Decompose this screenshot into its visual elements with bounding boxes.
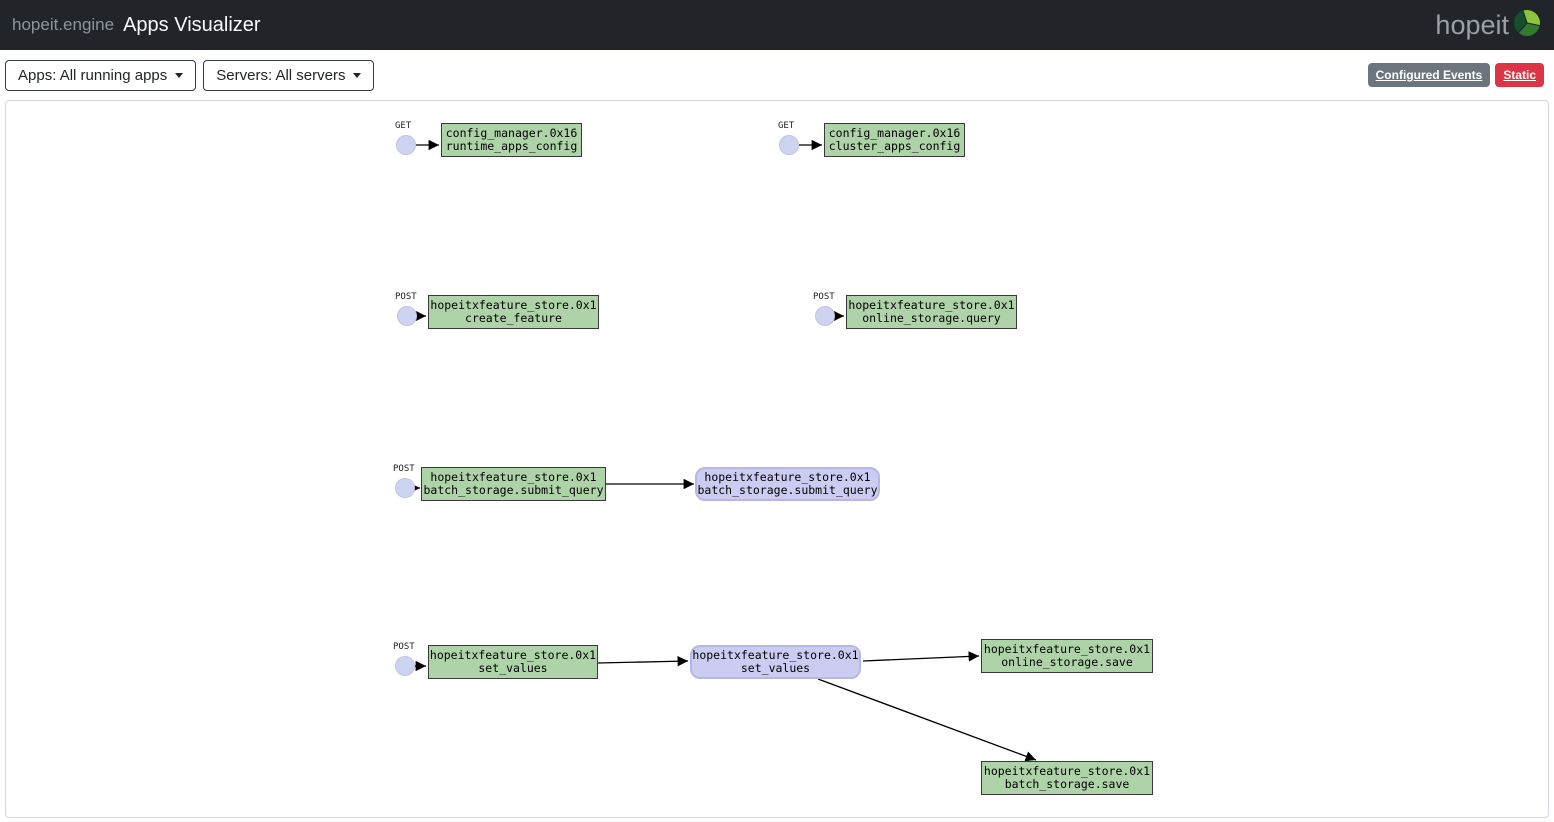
node-line1: hopeitxfeature_store.0x1 [983,764,1151,778]
view-toggles: Configured Events Static [1367,63,1544,87]
endpoint-circle-post-create-feature[interactable] [397,306,417,326]
endpoint-circle-post-online-query[interactable] [815,306,835,326]
static-badge[interactable]: Static [1495,63,1544,87]
node-line1: hopeitxfeature_store.0x1 [692,648,859,662]
graph-edges [409,139,1037,762]
node-line1: hopeitxfeature_store.0x1 [430,298,597,312]
node-line2: set_values [478,661,548,675]
node-line1: hopeitxfeature_store.0x1 [430,470,597,484]
graph-node-create-feature[interactable]: hopeitxfeature_store.0x1 create_feature [428,295,599,329]
page-title: Apps Visualizer [123,13,261,36]
graph-stream-batch-storage-submit-query[interactable]: hopeitxfeature_store.0x1 batch_storage.s… [695,467,880,501]
graph-canvas: GET GET POST POST POST POST config_manag… [5,100,1549,818]
servers-filter-label: Servers: All servers [216,66,346,84]
graph-node-cluster-apps-config[interactable]: config_manager.0x16 cluster_apps_config [824,123,965,157]
endpoint-method-label: GET [778,121,795,131]
node-line2: batch_storage.save [1004,777,1130,791]
endpoint-method-label: POST [813,292,835,302]
node-line1: config_manager.0x16 [445,126,578,140]
endpoint-circle-post-submit-query[interactable] [395,478,415,498]
node-line1: hopeitxfeature_store.0x1 [983,642,1151,656]
endpoint-circle-get-cluster[interactable] [779,135,799,155]
graph-node-batch-storage-save[interactable]: hopeitxfeature_store.0x1 batch_storage.s… [981,761,1153,795]
node-line2: online_storage.query [862,311,1001,325]
app-header: hopeit.engine Apps Visualizer hopeit [0,0,1554,50]
endpoint-method-label: POST [393,464,415,474]
endpoint-method-label: POST [395,292,417,302]
apps-filter-dropdown[interactable]: Apps: All running apps [5,59,197,91]
node-line2: online_storage.save [1001,655,1133,669]
logo-text: hopeit [1435,9,1509,40]
node-line2: runtime_apps_config [445,139,578,153]
node-line1: hopeitxfeature_store.0x1 [848,298,1015,312]
apps-filter-label: Apps: All running apps [18,66,168,84]
node-line2: cluster_apps_config [828,139,961,153]
graph-node-online-storage-query[interactable]: hopeitxfeature_store.0x1 online_storage.… [846,295,1017,329]
node-line2: set_values [740,661,811,675]
brand-text: hopeit.engine [12,15,115,34]
servers-filter-dropdown[interactable]: Servers: All servers [203,59,375,91]
endpoint-circle-get-runtime[interactable] [396,135,416,155]
node-line2: batch_storage.submit_query [697,483,878,497]
endpoint-method-label: POST [393,642,415,652]
configured-events-badge[interactable]: Configured Events [1367,63,1491,87]
node-line1: hopeitxfeature_store.0x1 [704,470,871,484]
toolbar: Apps: All running apps Servers: All serv… [0,50,1554,100]
chevron-down-icon [175,72,184,78]
node-line1: config_manager.0x16 [828,126,961,140]
hopeit-leaves-icon [1512,8,1542,43]
graph-node-runtime-apps-config[interactable]: config_manager.0x16 runtime_apps_config [441,123,582,157]
endpoint-circle-post-set-values[interactable] [395,656,415,676]
endpoint-method-label: GET [395,121,412,131]
graph-node-set-values[interactable]: hopeitxfeature_store.0x1 set_values [428,645,598,679]
node-line2: batch_storage.submit_query [423,483,604,497]
hopeit-logo[interactable]: hopeit [1435,8,1542,43]
graph-stream-set-values[interactable]: hopeitxfeature_store.0x1 set_values [690,645,861,679]
graph-node-online-storage-save[interactable]: hopeitxfeature_store.0x1 online_storage.… [981,639,1153,673]
node-line1: hopeitxfeature_store.0x1 [429,648,597,662]
node-line2: create_feature [465,311,562,325]
chevron-down-icon [353,72,362,78]
graph-node-batch-storage-submit-query[interactable]: hopeitxfeature_store.0x1 batch_storage.s… [421,467,606,501]
